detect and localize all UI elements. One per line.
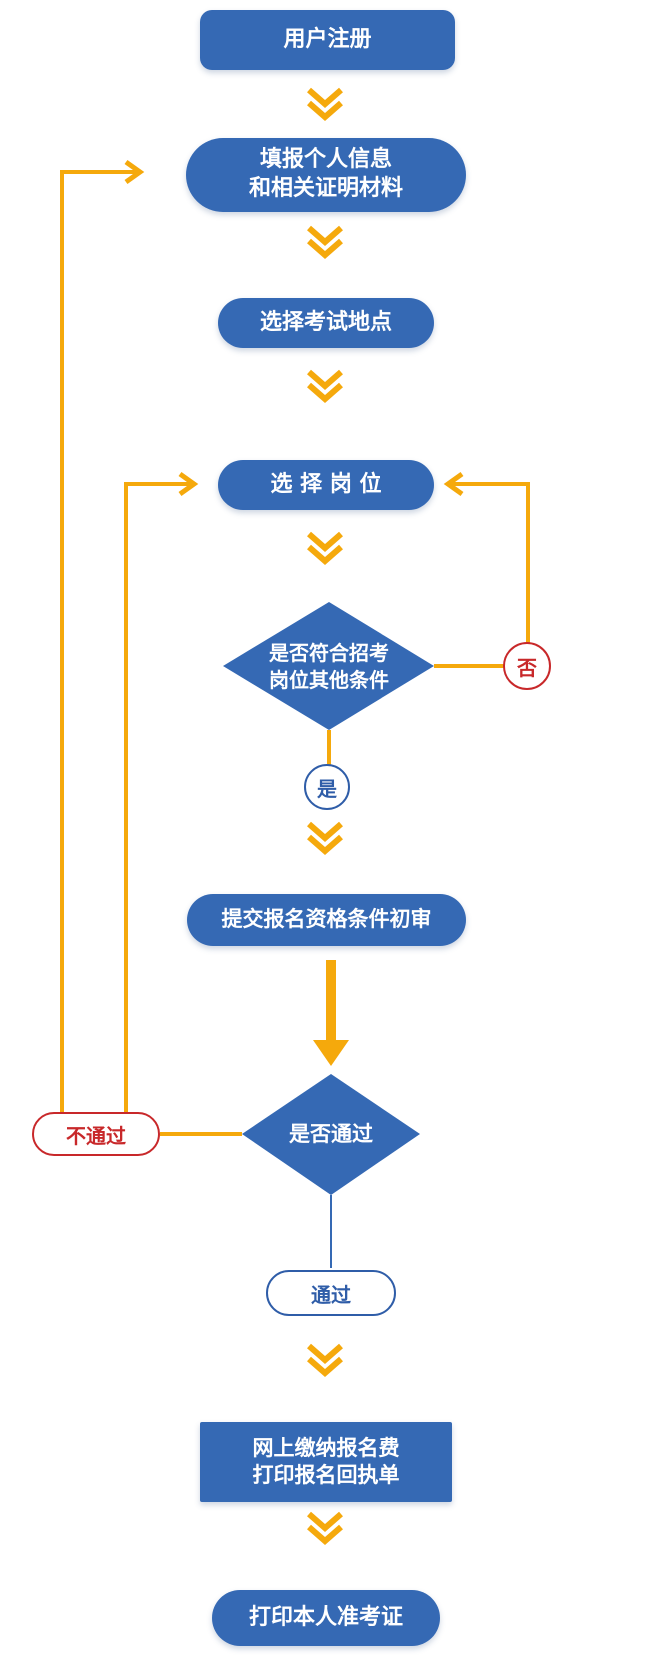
inner-return-line (124, 482, 192, 1112)
no-return-line (452, 482, 530, 644)
step-pay-fee-label: 网上缴纳报名费 打印报名回执单 (252, 1435, 400, 1487)
step-print-ticket-label: 打印本人准考证 (248, 1604, 403, 1630)
down-chevron-icon (309, 1514, 341, 1541)
not-passed-label: 不通过 (66, 1123, 126, 1148)
down-chevron-icon (309, 90, 341, 117)
no-label: 否 (517, 655, 537, 680)
arrow-right-icon (124, 159, 145, 185)
yes-badge: 是 (304, 764, 350, 810)
passed-label: 通过 (311, 1282, 351, 1307)
check-conditions-label: 是否符合招考 岗位其他条件 (269, 641, 389, 692)
step-pay-fee: 网上缴纳报名费 打印报名回执单 (200, 1422, 452, 1502)
yes-label: 是 (317, 776, 337, 801)
step-choose-site-label: 选择考试地点 (259, 309, 392, 335)
step-submit-review-label: 提交报名资格条件初审 (221, 907, 432, 932)
pass-diamond (242, 1074, 420, 1195)
step-submit-review: 提交报名资格条件初审 (187, 894, 466, 946)
step-print-ticket: 打印本人准考证 (212, 1590, 440, 1646)
step-choose-position: 选 择 岗 位 (218, 460, 434, 510)
step-register-label: 用户注册 (283, 26, 372, 52)
step-fill-info-label: 填报个人信息 和相关证明材料 (248, 147, 403, 201)
arrow-down-icon (313, 1040, 349, 1066)
down-chevron-icon (309, 534, 341, 561)
not-passed-badge: 不通过 (32, 1112, 160, 1156)
arrow-left-icon (443, 471, 464, 497)
pass-check-label: 是否通过 (289, 1121, 373, 1146)
down-chevron-icon (309, 228, 341, 255)
step-register: 用户注册 (200, 10, 455, 70)
down-chevron-icon (309, 1346, 341, 1373)
step-choose-site: 选择考试地点 (218, 298, 434, 348)
outer-return-line (60, 170, 138, 1112)
arrow-right-icon (178, 471, 199, 497)
step-choose-position-label: 选 择 岗 位 (270, 471, 382, 497)
passed-badge: 通过 (266, 1270, 396, 1316)
step-fill-info: 填报个人信息 和相关证明材料 (186, 138, 466, 212)
down-chevron-icon (309, 372, 341, 399)
down-chevron-icon (309, 824, 341, 851)
no-badge: 否 (503, 642, 551, 690)
conditions-diamond (223, 602, 434, 730)
